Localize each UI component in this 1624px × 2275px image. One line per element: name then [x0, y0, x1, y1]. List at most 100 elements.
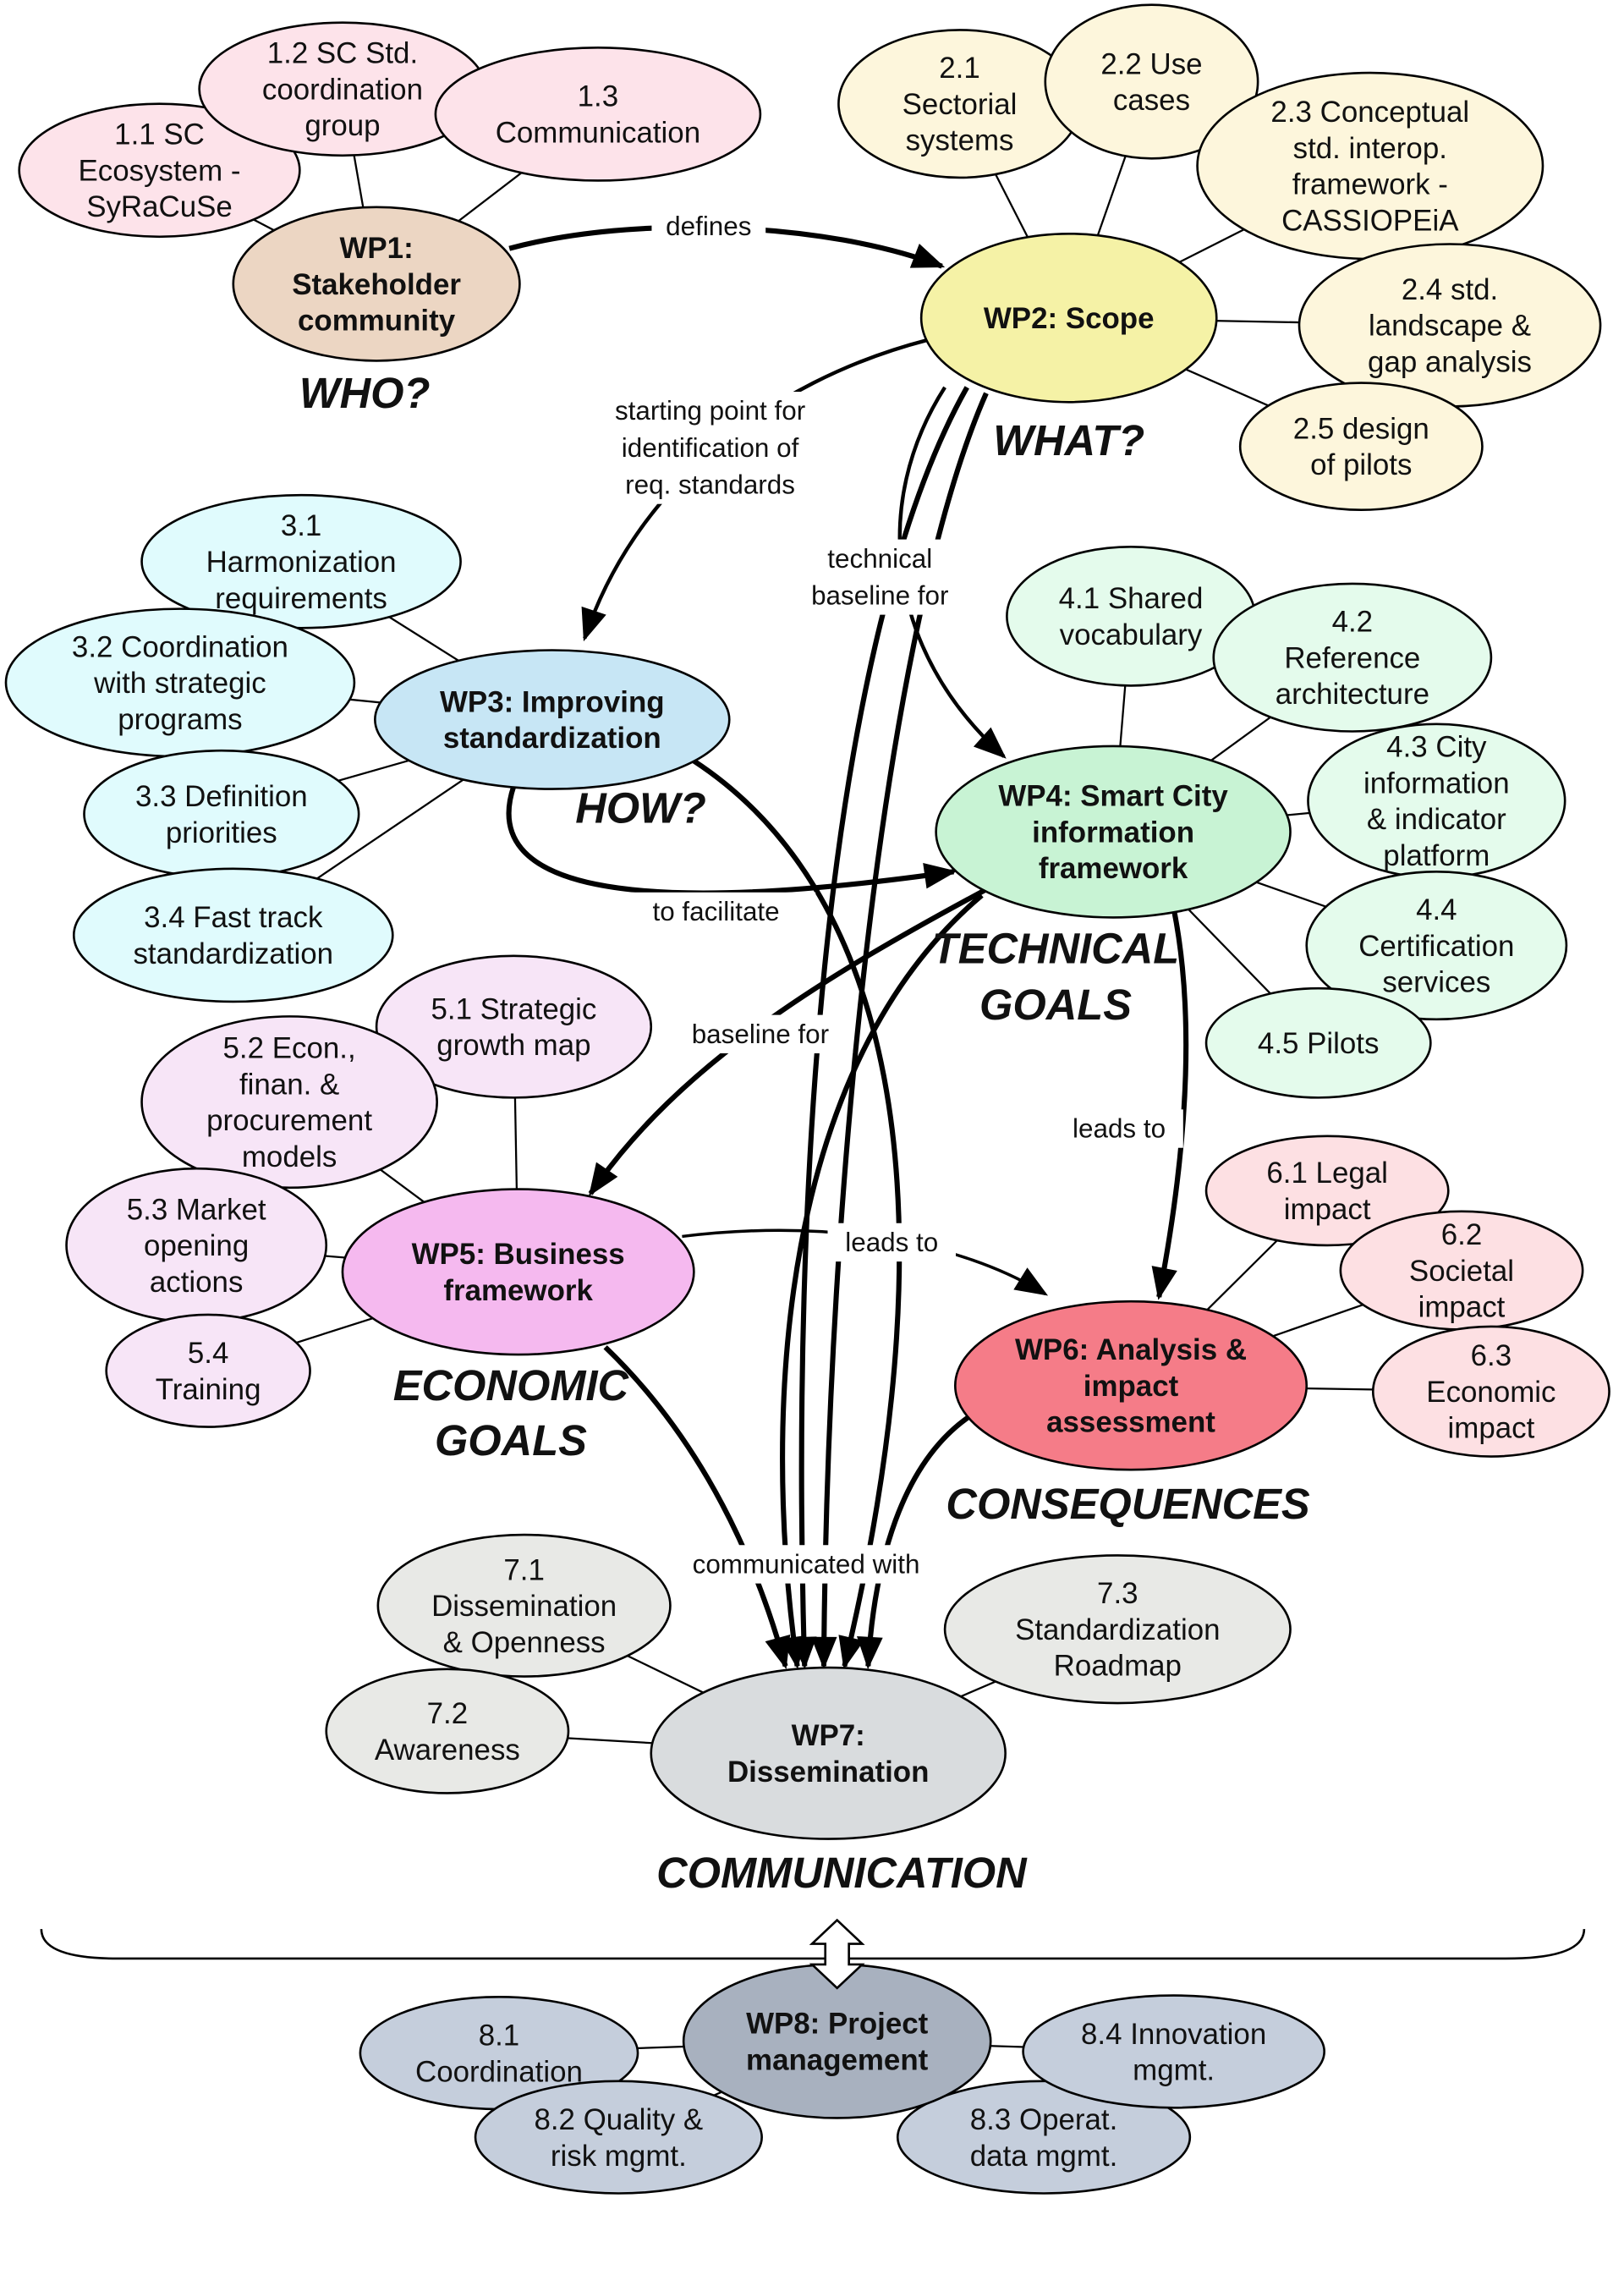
node-label-line: impact — [1284, 1193, 1371, 1226]
category-economic-line2: GOALS — [435, 1416, 587, 1464]
node-label-line: WP7: — [792, 1719, 865, 1752]
edge-label-background — [651, 206, 766, 246]
node-label-line: Dissemination — [727, 1756, 929, 1789]
edge-label-background — [678, 1545, 935, 1584]
node-ellipse — [935, 745, 1292, 919]
node-label-line: 1.2 SC Std. — [267, 37, 418, 70]
node-label-line: information — [1363, 767, 1510, 800]
node-label-line: services — [1382, 966, 1490, 999]
node-label-line: framework — [443, 1274, 593, 1307]
node-ellipse — [1044, 3, 1259, 160]
node-label-line: landscape & — [1369, 310, 1531, 343]
edge-label-background — [603, 465, 817, 504]
edge-label-communicated-with: communicated with — [693, 1549, 920, 1579]
node-ellipse — [474, 2080, 763, 2195]
node-ellipse — [1238, 382, 1484, 511]
node-ellipse — [105, 1313, 311, 1428]
node-label-line: & indicator — [1367, 803, 1506, 836]
node-ellipse — [434, 47, 762, 182]
task-n45: 4.5 Pilots — [1204, 986, 1432, 1099]
arrow-wp3-to-wp4 — [506, 785, 957, 896]
node-label-line: impact — [1418, 1291, 1506, 1324]
node-label-line: requirements — [215, 582, 387, 615]
edge-label-background — [809, 539, 952, 578]
node-ellipse — [650, 1666, 1007, 1840]
node-label-line: 5.1 Strategic — [431, 992, 596, 1025]
node-ellipse — [1212, 582, 1493, 733]
node-label-line: 5.2 Econ., — [223, 1032, 356, 1065]
node-label-line: WP6: Analysis & — [1015, 1333, 1247, 1366]
work-package-wp7: WP7: Dissemination — [650, 1666, 1007, 1840]
node-ellipse — [341, 1188, 695, 1356]
node-label-line: finan. & — [239, 1068, 339, 1101]
node-ellipse — [375, 954, 653, 1099]
node-label-line: 8.3 Operat. — [970, 2103, 1118, 2136]
task-n83: 8.3 Operat.data mgmt. — [896, 2080, 1192, 2195]
edge-label-background — [787, 576, 973, 615]
node-label-line: impact — [1448, 1412, 1535, 1445]
node-label-line: WP4: Smart City — [998, 780, 1228, 813]
node-ellipse — [83, 749, 360, 879]
edge-label-starting-point: identification of — [622, 433, 799, 463]
node-label-line: Societal — [1409, 1255, 1514, 1288]
node-label-line: & Openness — [443, 1626, 606, 1659]
edge-label-technical-baseline: baseline for — [811, 580, 948, 610]
edge-label-defines: defines — [666, 212, 751, 241]
node-label-line: Training — [156, 1373, 261, 1406]
edge-label-technical-baseline: technical — [827, 544, 932, 574]
edge-label-background — [575, 392, 846, 431]
node-label-line: 4.5 Pilots — [1258, 1027, 1380, 1060]
edge-label-to-facilitate: to facilitate — [652, 897, 779, 926]
node-label-line: 7.1 — [503, 1553, 545, 1586]
edge-label-background — [667, 1014, 853, 1054]
node-ellipse — [232, 206, 521, 362]
node-label-line: WP2: Scope — [984, 302, 1155, 335]
node-ellipse — [140, 1015, 438, 1190]
node-label-line: platform — [1383, 839, 1490, 872]
task-n24: 2.4 std.landscape &gap analysis — [1298, 243, 1602, 408]
node-ellipse — [376, 1533, 672, 1678]
node-label-line: 3.4 Fast track — [144, 901, 323, 934]
node-ellipse — [1204, 1135, 1450, 1247]
node-ellipse — [919, 232, 1218, 404]
arrow-wp5-to-wp7 — [603, 1345, 791, 1670]
node-label-line: CASSIOPEiA — [1281, 204, 1459, 237]
edge-label-background — [582, 428, 838, 468]
node-label-line: vocabulary — [1060, 618, 1203, 651]
node-label-line: Economic — [1426, 1376, 1555, 1409]
node-label-line: priorities — [166, 816, 277, 849]
category-economic-line1: ECONOMIC — [393, 1361, 630, 1410]
node-label-line: cases — [1113, 84, 1190, 117]
node-label-line: 3.3 Definition — [135, 780, 308, 813]
node-ellipse — [72, 867, 394, 1003]
arrow-wp2-to-wp7-a — [790, 386, 969, 1670]
edge-label-background — [616, 892, 816, 931]
node-ellipse — [1204, 986, 1432, 1099]
node-label-line: coordination — [262, 73, 423, 106]
node-label-line: 2.4 std. — [1402, 273, 1498, 306]
node-label-line: Sectorial — [903, 88, 1018, 121]
node-label-line: architecture — [1276, 678, 1429, 711]
node-ellipse — [374, 649, 731, 790]
node-ellipse — [140, 493, 462, 629]
node-label-line: 2.5 design — [1293, 412, 1429, 445]
